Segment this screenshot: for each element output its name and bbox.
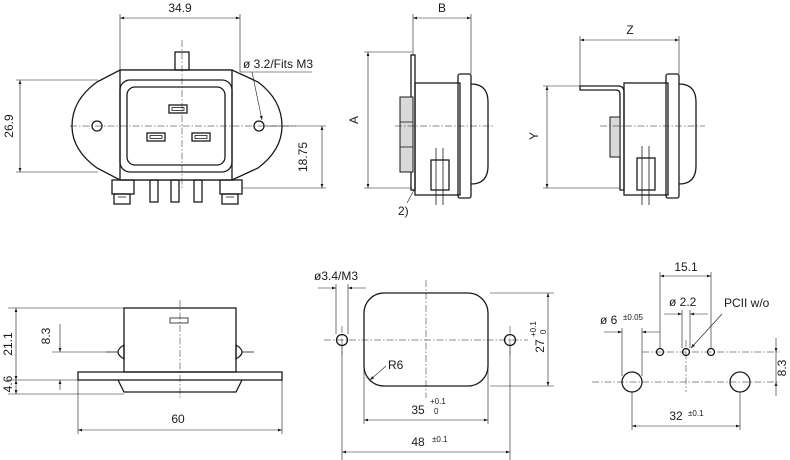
height-y-label: Y (527, 132, 541, 140)
bottom-latch-right (235, 343, 243, 361)
cutout-radius-label: R6 (388, 358, 404, 372)
depth-z-label: Z (626, 23, 633, 37)
side-y-bracket (579, 85, 625, 191)
pcb-spacing-tol: ±0.1 (688, 409, 704, 418)
pcb-span-label: 15.1 (674, 260, 698, 274)
side-view-a: B A 2) (347, 1, 495, 218)
pcb-label: PCII w/o (724, 296, 770, 310)
pcb-large-hole-label: ø 6 (600, 313, 618, 327)
bottom-height-pin-label: 8.3 (39, 327, 53, 344)
cutout-width-tol-minus: 0 (434, 407, 439, 416)
front-flange (71, 69, 283, 181)
cutout-width-label: 35 (411, 403, 425, 417)
pcb-small-hole-label: ø 2.2 (669, 295, 697, 309)
hole-leader-arrow (251, 71, 263, 121)
front-width-label: 34.9 (168, 1, 192, 15)
cutout-height-label: 27 (533, 339, 547, 353)
side-y-terminal (636, 157, 656, 191)
cutout-height-tol-plus: +0.1 (529, 321, 538, 337)
side-y-body (623, 82, 669, 196)
contact-right (191, 132, 211, 142)
footnote-leader (406, 189, 415, 204)
bottom-view: 21.1 8.3 4.6 60 (1, 300, 283, 434)
bottom-width-label: 60 (171, 412, 185, 426)
cutout-height-tol-minus: 0 (539, 329, 548, 334)
side-y-cap (678, 83, 697, 185)
pcb-layout: 15.1 ø 2.2 PCII w/o ø 6 ±0.05 8.3 32 ±0.… (592, 260, 789, 430)
side-a-body (414, 82, 461, 196)
side-a-clip (399, 96, 414, 173)
bottom-latch-left (117, 343, 125, 361)
radius-leader (369, 365, 387, 381)
panel-cutout: ø3.4/M3 R6 27 +0.1 0 35 +0.1 0 48 ±0.1 (314, 269, 554, 460)
side-view-y: Z Y (527, 23, 705, 205)
pcb-spacing-label: 32 (669, 409, 683, 423)
bottom-height-flange-label: 4.6 (1, 375, 15, 392)
side-y-clip (609, 116, 621, 158)
pcb-large-hole-tol: ±0.05 (623, 313, 644, 322)
contact-earth (168, 104, 188, 114)
side-a-cap (470, 83, 489, 185)
contact-earth-slot (171, 107, 185, 111)
depth-b-label: B (438, 1, 446, 15)
bottom-height-upper-label: 21.1 (1, 332, 15, 356)
height-a-label: A (347, 116, 361, 124)
front-height-label: 26.9 (2, 114, 16, 138)
side-y-rim (665, 73, 680, 199)
cutout-width-tol-plus: +0.1 (430, 397, 446, 406)
cutout-spacing-label: 48 (411, 435, 425, 449)
front-pins (111, 179, 243, 205)
contact-left-slot (149, 135, 163, 139)
pcb-height-label: 8.3 (775, 359, 789, 376)
mount-hole-label: ø 3.2/Fits M3 (243, 57, 313, 71)
side-a-terminal (430, 159, 450, 191)
footnote-label: 2) (398, 204, 409, 218)
bottom-slot (169, 317, 189, 324)
cutout-spacing-tol: ±0.1 (432, 435, 448, 444)
pcb-label-leader (690, 313, 723, 349)
front-view: 34.9 26.9 18.75 ø 3.2/Fits M3 (2, 1, 326, 205)
contact-left (146, 132, 166, 142)
pin-height-label: 18.75 (296, 142, 310, 172)
contact-right-slot (194, 135, 208, 139)
cutout-hole-label: ø3.4/M3 (314, 269, 358, 283)
side-a-rim (457, 73, 472, 199)
